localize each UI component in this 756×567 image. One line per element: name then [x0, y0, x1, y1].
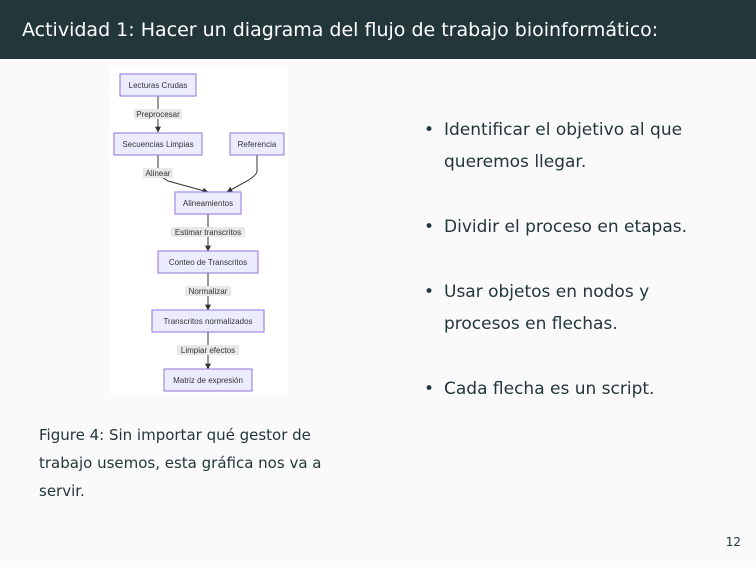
edge-referencia: [226, 154, 258, 193]
edge-estimar: Estimar transcritos: [171, 214, 245, 252]
node-conteo-de-transcritos: Conteo de Transcritos: [157, 250, 259, 274]
svg-text:Lecturas Crudas: Lecturas Crudas: [129, 81, 188, 90]
svg-text:Transcritos normalizados: Transcritos normalizados: [163, 317, 252, 326]
node-matriz-de-expresion: Matriz de expresión: [163, 368, 253, 392]
workflow-diagram: Preprocesar Alinear Estimar transcritos …: [110, 67, 288, 395]
edge-label-preprocesar: Preprocesar: [136, 110, 180, 119]
edge-alinear: Alinear: [143, 154, 209, 194]
page-number: 12: [725, 535, 741, 549]
edge-normalizar: Normalizar: [185, 273, 231, 311]
node-lecturas-crudas: Lecturas Crudas: [119, 73, 197, 97]
bullet-marker: •: [424, 217, 435, 237]
figure-caption: Figure 4: Sin importar qué gestor de tra…: [39, 421, 349, 505]
frame-title: Actividad 1: Hacer un diagrama del flujo…: [22, 18, 659, 41]
bullet-list: • Identificar el objetivo al que queremo…: [424, 114, 724, 438]
bullet-item: • Usar objetos en nodos y procesos en fl…: [424, 276, 724, 340]
edge-label-limpiar: Limpiar efectos: [181, 346, 235, 355]
edge-label-normalizar: Normalizar: [189, 287, 228, 296]
bullet-text: Identificar el objetivo al que queremos …: [444, 120, 683, 172]
edge-label-estimar: Estimar transcritos: [175, 228, 241, 237]
figure-caption-label: Figure 4:: [39, 426, 105, 444]
edge-limpiar: Limpiar efectos: [177, 332, 239, 370]
svg-text:Secuencias Limpias: Secuencias Limpias: [122, 140, 193, 149]
svg-text:Alineamientos: Alineamientos: [183, 199, 233, 208]
bullet-text: Cada flecha es un script.: [444, 379, 655, 399]
bullet-marker: •: [424, 282, 435, 302]
svg-text:Conteo de Transcritos: Conteo de Transcritos: [169, 258, 247, 267]
node-secuencias-limpias: Secuencias Limpias: [113, 132, 203, 156]
bullet-item: • Cada flecha es un script.: [424, 373, 724, 405]
bullet-item: • Dividir el proceso en etapas.: [424, 211, 724, 243]
bullet-item: • Identificar el objetivo al que queremo…: [424, 114, 724, 178]
bullet-marker: •: [424, 379, 435, 399]
node-transcritos-normalizados: Transcritos normalizados: [151, 309, 265, 333]
workflow-diagram-svg: Preprocesar Alinear Estimar transcritos …: [113, 73, 285, 392]
edge-label-alinear: Alinear: [146, 169, 171, 178]
edge-preprocesar: Preprocesar: [134, 96, 182, 133]
bullet-marker: •: [424, 120, 435, 140]
bullet-text: Usar objetos en nodos y procesos en flec…: [444, 282, 650, 334]
frame-title-bar: Actividad 1: Hacer un diagrama del flujo…: [0, 0, 756, 59]
node-referencia: Referencia: [229, 132, 285, 156]
figure-caption-text: Sin importar qué gestor de trabajo usemo…: [39, 426, 322, 500]
bullet-text: Dividir el proceso en etapas.: [444, 217, 688, 237]
svg-text:Matriz de expresión: Matriz de expresión: [173, 376, 243, 385]
svg-text:Referencia: Referencia: [238, 140, 277, 149]
node-alineamientos: Alineamientos: [174, 191, 242, 215]
